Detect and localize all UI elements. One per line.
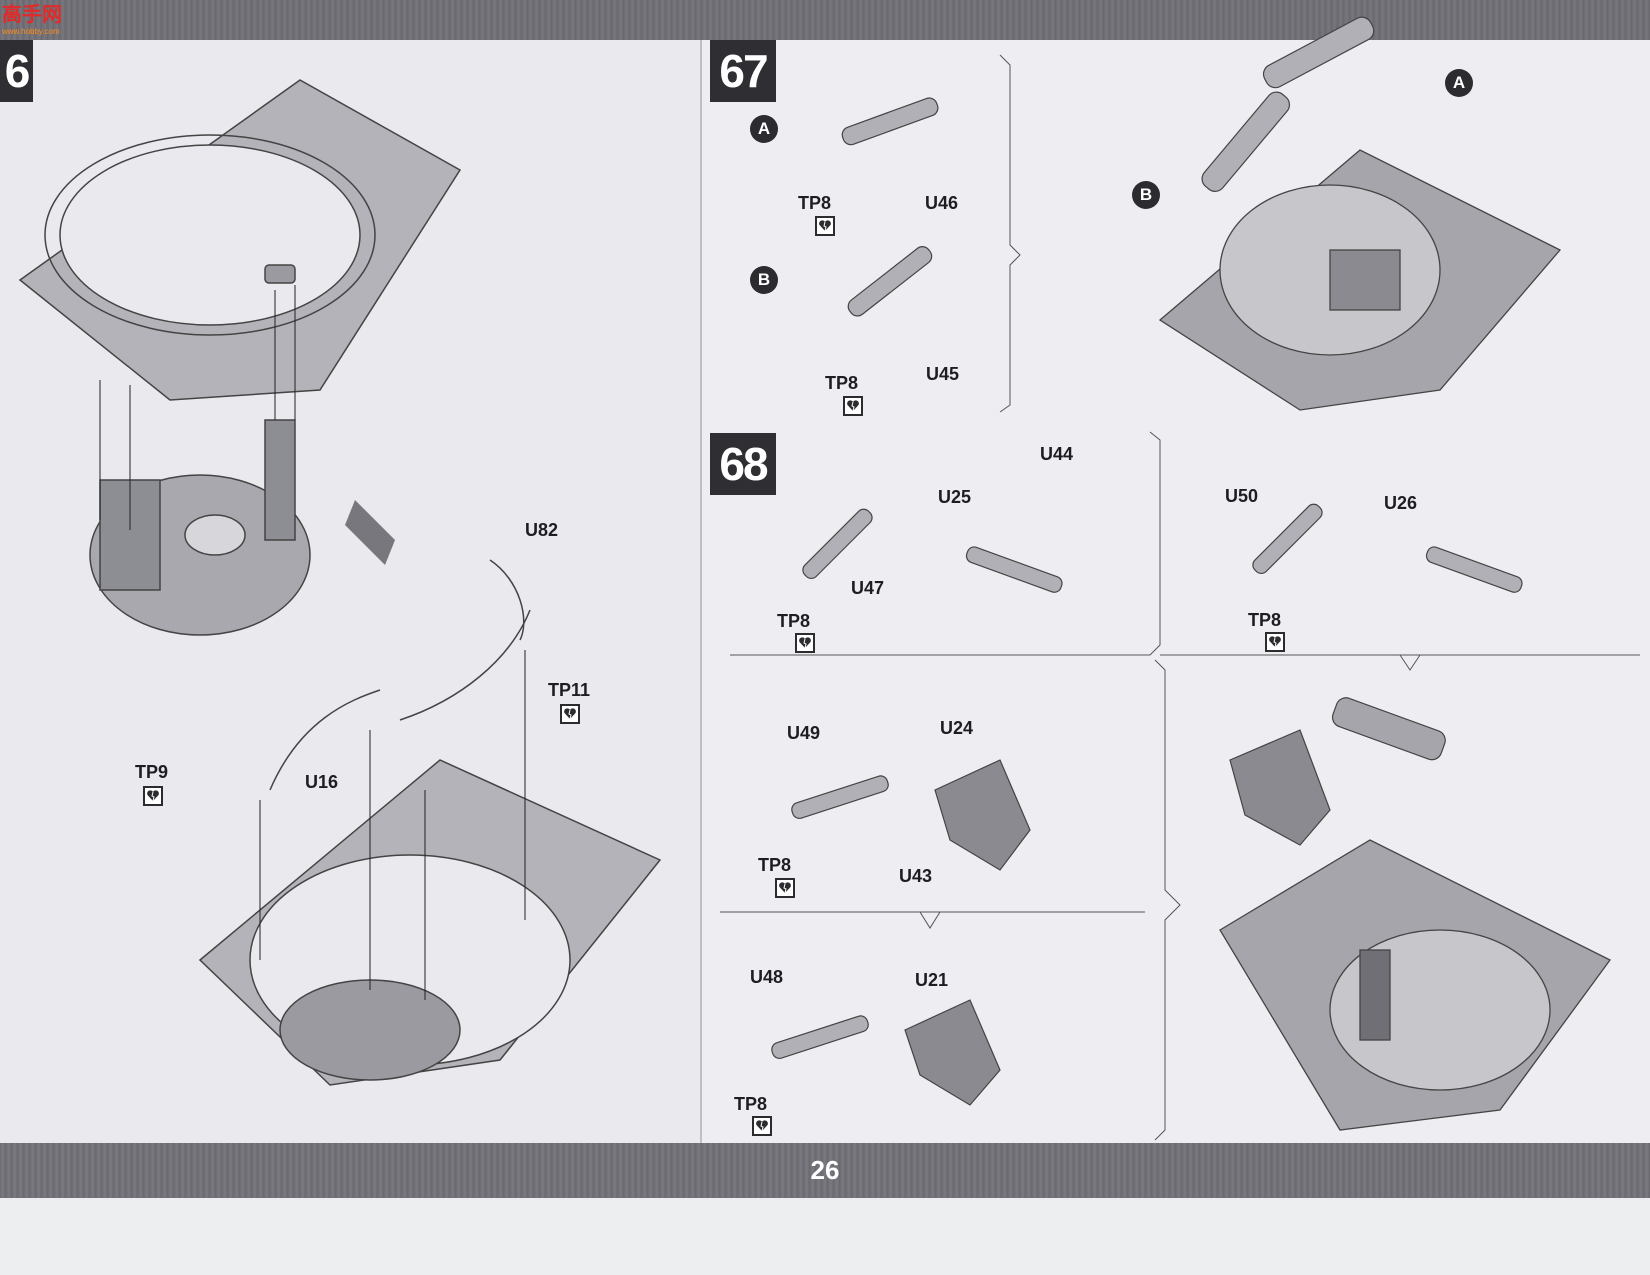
scan-margin (0, 1198, 1650, 1275)
part-label-u21: U21 (915, 970, 949, 990)
step66-assembled-turret (198, 759, 662, 1086)
part-label-tp8: TP8 (1248, 610, 1282, 630)
watermark-sub: www.hobby.com (2, 27, 60, 36)
glue-icon (775, 878, 795, 898)
ammo-racks (904, 697, 1446, 1106)
part-label-tp9: TP9 (135, 762, 169, 782)
marker-b: B (1132, 181, 1160, 209)
part-label-tp8: TP8 (798, 193, 832, 213)
part-label-u82: U82 (525, 520, 559, 540)
step-68-badge: 68 (710, 433, 776, 495)
glue-icon (752, 1116, 772, 1136)
step66-turret-top (18, 79, 462, 401)
step-66-badge: 6 (0, 40, 33, 102)
part-label-u47: U47 (851, 578, 885, 598)
step67-turret (1158, 149, 1562, 411)
watermark: 高手网 www.hobby.com (2, 2, 72, 36)
part-label-u48: U48 (750, 967, 784, 987)
watermark-text: 高手网 (2, 4, 62, 26)
part-label-u25: U25 (938, 487, 972, 507)
part-label-tp8: TP8 (825, 373, 859, 393)
brackets (720, 54, 1640, 1141)
glue-icon (1265, 632, 1285, 652)
glue-icon (815, 216, 835, 236)
part-label-tp8: TP8 (777, 611, 811, 631)
part-label-u43: U43 (899, 866, 933, 886)
part-label-tp11: TP11 (548, 680, 591, 700)
part-label-u16: U16 (305, 772, 339, 792)
step-67-badge: 67 (710, 40, 776, 102)
part-label-u46: U46 (925, 193, 959, 213)
step68-turret (1219, 839, 1611, 1131)
marker-a: A (750, 115, 778, 143)
part-label-u44: U44 (1040, 444, 1074, 464)
step66-turret-basket (89, 419, 311, 636)
part-label-tp8: TP8 (758, 855, 792, 875)
glue-icon (143, 786, 163, 806)
part-label-u49: U49 (787, 723, 821, 743)
glue-icon (560, 704, 580, 724)
ammo-shells (771, 16, 1523, 1059)
part-label-u50: U50 (1225, 486, 1259, 506)
glue-icon (795, 633, 815, 653)
step66-ring-parts (269, 559, 531, 791)
glue-icon (843, 396, 863, 416)
marker-b: B (750, 266, 778, 294)
page-number: 26 (810, 1155, 840, 1185)
direction-arrow (345, 500, 395, 565)
top-bar (0, 0, 1650, 40)
step66-guide-lines (99, 285, 526, 1000)
part-label-tp8: TP8 (734, 1094, 768, 1114)
part-label-u26: U26 (1384, 493, 1418, 513)
part-label-u45: U45 (926, 364, 960, 384)
part-label-u24: U24 (940, 718, 974, 738)
bottom-bar (0, 1143, 1650, 1198)
marker-a: A (1445, 69, 1473, 97)
